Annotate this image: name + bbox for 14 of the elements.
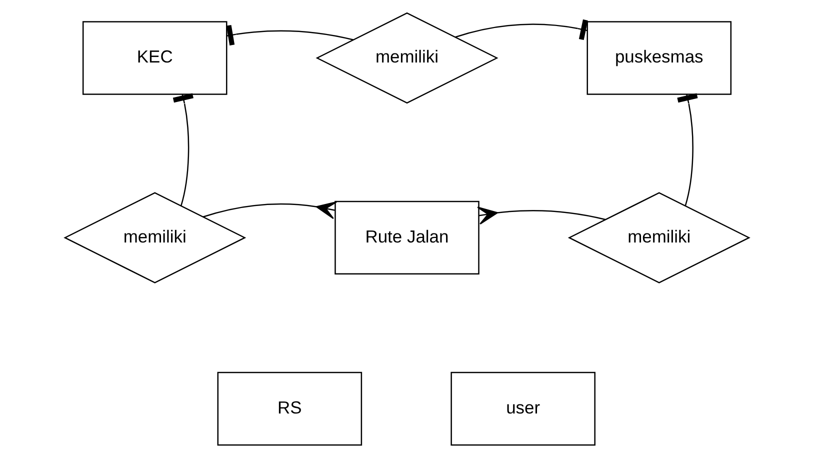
connector <box>676 93 698 206</box>
node-box: user <box>450 372 595 446</box>
node-diamond: memiliki <box>567 192 750 284</box>
node-box: RS <box>216 372 362 446</box>
node-diamond: memiliki <box>63 192 246 284</box>
connector <box>226 24 353 46</box>
connector <box>202 201 337 220</box>
node-diamond: memiliki <box>315 12 498 104</box>
node-box: Rute Jalan <box>334 200 479 275</box>
connector <box>454 19 588 40</box>
node-box: KEC <box>82 21 227 95</box>
connector <box>476 206 605 225</box>
node-box: puskesmas <box>586 21 732 95</box>
connector <box>172 93 193 206</box>
